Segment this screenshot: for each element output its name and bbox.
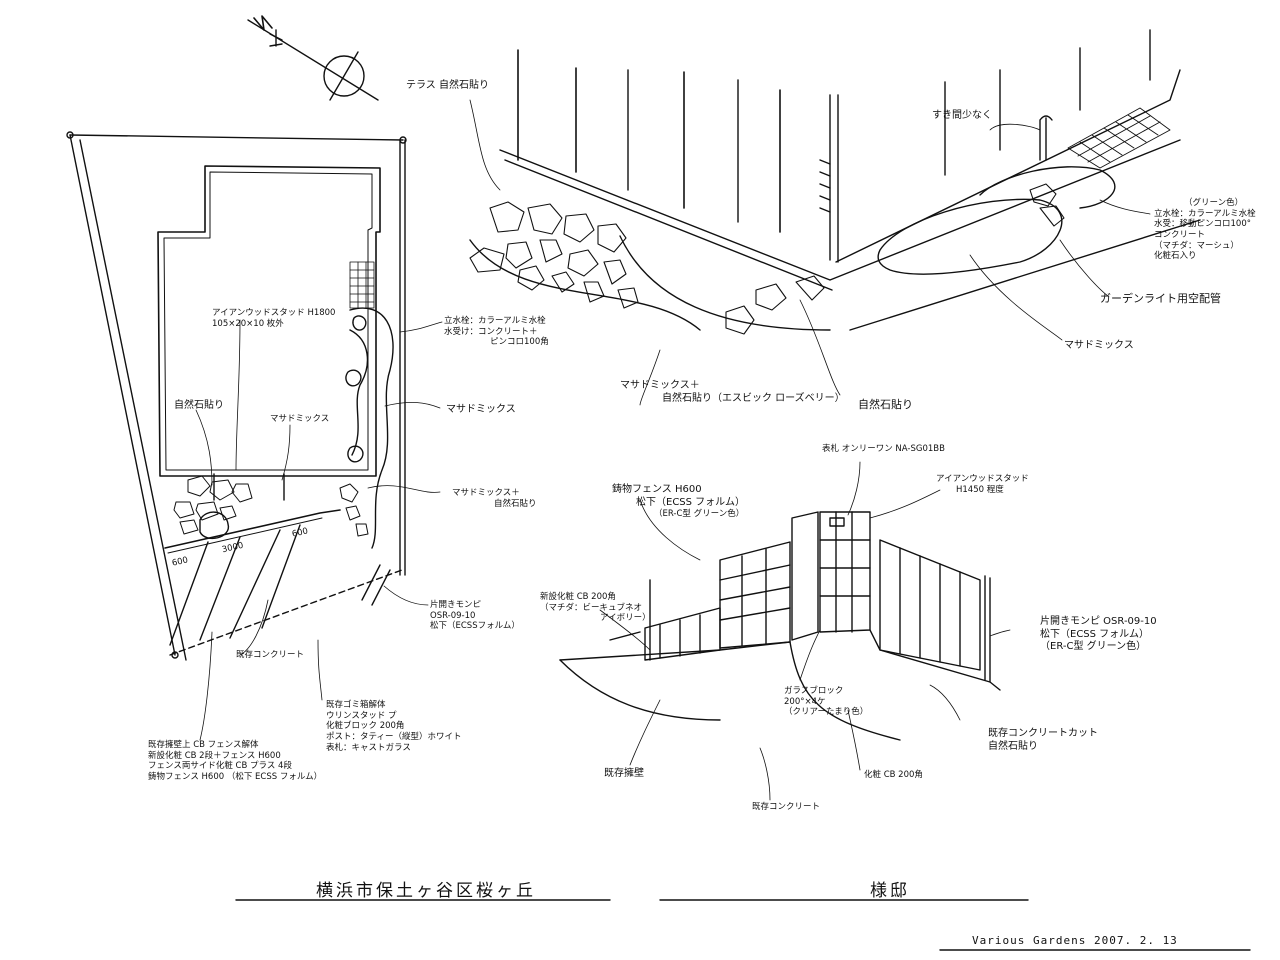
label-light-pipe: ガーデンライト用空配管 (1100, 292, 1221, 305)
label-top-faucet: （グリーン色） 立水栓：カラーアルミ水栓 水受：移動ピンコロ100° コンクリー… (1154, 198, 1256, 262)
label-decor-cb: 化粧 CB 200角 (864, 770, 923, 780)
terrace-perspective (469, 29, 1201, 406)
label-no-gap: すき間少なく (932, 110, 992, 121)
label-top-masa-mix-stone: マサドミックス＋自然石貼り（エスビック ローズベリー） (620, 380, 845, 404)
label-concrete-cut: 既存コンクリートカット自然石貼り (988, 728, 1098, 752)
title-location: 横浜市保土ヶ谷区桜ヶ丘 (316, 881, 536, 901)
label-cast-fence: 鋳物フェンス H600 松下（ECSS フォルム） （ER-C型 グリーン色） (612, 484, 745, 519)
label-new-cb: 新設化粧 CB 200角（マチダ：ビーキュブネオアイボリー） (540, 592, 651, 624)
site-plan (66, 131, 443, 741)
label-masa-mix-small: マサドミックス (270, 414, 330, 424)
label-plan-existing-concrete: 既存コンクリート (236, 650, 305, 660)
label-natural-stone: 自然石貼り (174, 400, 224, 411)
label-top-masa-mix: マサドミックス (1064, 340, 1134, 351)
label-plan-faucet: 立水栓：カラーアルミ水栓水受け：コンクリート＋ピンコロ100角 (444, 316, 549, 348)
title-client: 様邸 (870, 881, 910, 901)
label-nameplate: 表札 オンリーワン NA-SG01BB (822, 444, 945, 454)
signature: Various Gardens 2007. 2. 13 (972, 934, 1178, 947)
label-existing-retaining: 既存擁壁 (604, 768, 644, 779)
label-terrace: テラス 自然石貼り (406, 80, 489, 91)
north-arrow-icon (247, 15, 379, 101)
label-plan-masa-mix: マサドミックス (446, 404, 516, 415)
label-bottom-existing-concrete: 既存コンクリート (752, 802, 821, 812)
label-existing-bin-notes: 既存ゴミ箱解体ウリンスタッド プ化粧ブロック 200角ポスト：タティー（縦型）ホ… (326, 700, 462, 753)
label-plan-masa-mix-stone: マサドミックス＋自然石貼り (452, 488, 537, 509)
label-top-natural-stone: 自然石貼り (858, 398, 913, 411)
entrance-perspective (559, 461, 1011, 801)
